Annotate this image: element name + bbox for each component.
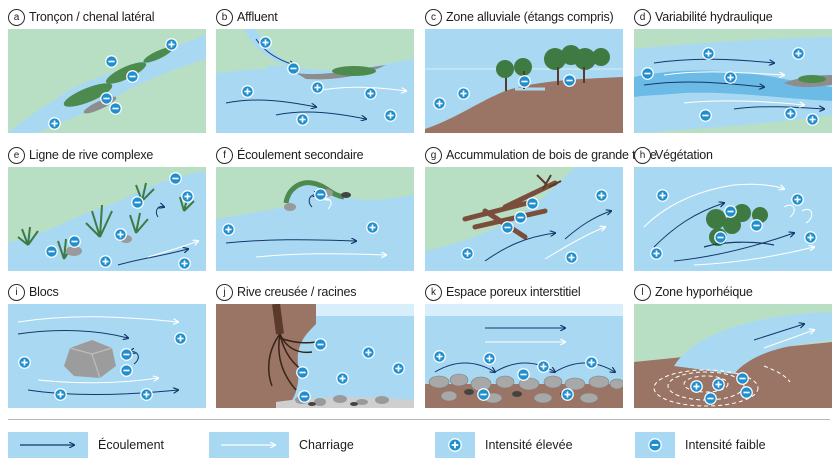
panel-f-title: f Écoulement secondaire	[216, 145, 364, 165]
panel-h-letter: h	[634, 146, 651, 164]
panel-c-letter: c	[425, 8, 442, 26]
panel-d-letter: d	[634, 8, 651, 26]
panel-e-illustration	[8, 167, 206, 271]
legend-divider	[8, 419, 830, 420]
panel-g-title-text: Accummulation de bois de grande taille	[446, 148, 657, 162]
panel-k-illustration	[425, 304, 623, 408]
panel-b-title-text: Affluent	[237, 10, 278, 24]
legend-plus-icon	[435, 432, 475, 458]
panel-j-title: j Rive creusée / racines	[216, 282, 356, 302]
panel-j-illustration	[216, 304, 414, 408]
panel-j-letter: j	[216, 283, 233, 301]
panel-e-title-text: Ligne de rive complexe	[29, 148, 154, 162]
panel-f-title-text: Écoulement secondaire	[237, 148, 364, 162]
panel-c-title-text: Zone alluviale (étangs compris)	[446, 10, 614, 24]
legend-flow-swatch	[8, 432, 88, 458]
panel-e-title: e Ligne de rive complexe	[8, 145, 153, 165]
panel-g-letter: g	[425, 146, 442, 164]
panel-l-title-text: Zone hyporhéique	[655, 285, 753, 299]
legend-low-label: Intensité faible	[685, 438, 766, 452]
panel-a-letter: a	[8, 8, 25, 26]
panel-a-illustration	[8, 29, 206, 133]
panel-l-title: l Zone hyporhéique	[634, 282, 753, 302]
panel-i-illustration	[8, 304, 206, 408]
panel-l-letter: l	[634, 283, 651, 301]
panel-f-letter: f	[216, 146, 233, 164]
panel-d-title-text: Variabilité hydraulique	[655, 10, 773, 24]
panel-j-title-text: Rive creusée / racines	[237, 285, 357, 299]
panel-d-illustration	[634, 29, 832, 133]
legend-transport-swatch	[209, 432, 289, 458]
legend-transport: Charriage	[209, 431, 354, 459]
panel-h-title-text: Végétation	[655, 148, 713, 162]
panel-l-illustration	[634, 304, 832, 408]
panel-i-title-text: Blocs	[29, 285, 59, 299]
panel-e-letter: e	[8, 146, 25, 164]
panel-g-illustration	[425, 167, 623, 271]
panel-b-illustration	[216, 29, 414, 133]
panel-i-title: i Blocs	[8, 282, 59, 302]
legend-low: Intensité faible	[635, 431, 766, 459]
panel-d-title: d Variabilité hydraulique	[634, 7, 773, 27]
panel-c-illustration	[425, 29, 623, 133]
panel-c-title: c Zone alluviale (étangs compris)	[425, 7, 614, 27]
panel-b-title: b Affluent	[216, 7, 278, 27]
legend-transport-label: Charriage	[299, 438, 354, 452]
panel-b-letter: b	[216, 8, 233, 26]
panel-a-title-text: Tronçon / chenal latéral	[29, 10, 155, 24]
legend-flow-label: Écoulement	[98, 438, 165, 452]
panel-a-title: a Tronçon / chenal latéral	[8, 7, 155, 27]
panel-k-title: k Espace poreux interstitiel	[425, 282, 581, 302]
legend-high-label: Intensité élevée	[485, 438, 573, 452]
panel-f-illustration	[216, 167, 414, 271]
legend-minus-icon	[635, 432, 675, 458]
legend-high: Intensité élevée	[435, 431, 573, 459]
panel-k-letter: k	[425, 283, 442, 301]
panel-k-title-text: Espace poreux interstitiel	[446, 285, 581, 299]
legend-flow: Écoulement	[8, 431, 164, 459]
panel-h-illustration	[634, 167, 832, 271]
panel-i-letter: i	[8, 283, 25, 301]
panel-h-title: h Végétation	[634, 145, 713, 165]
panel-g-title: g Accummulation de bois de grande taille	[425, 145, 657, 165]
